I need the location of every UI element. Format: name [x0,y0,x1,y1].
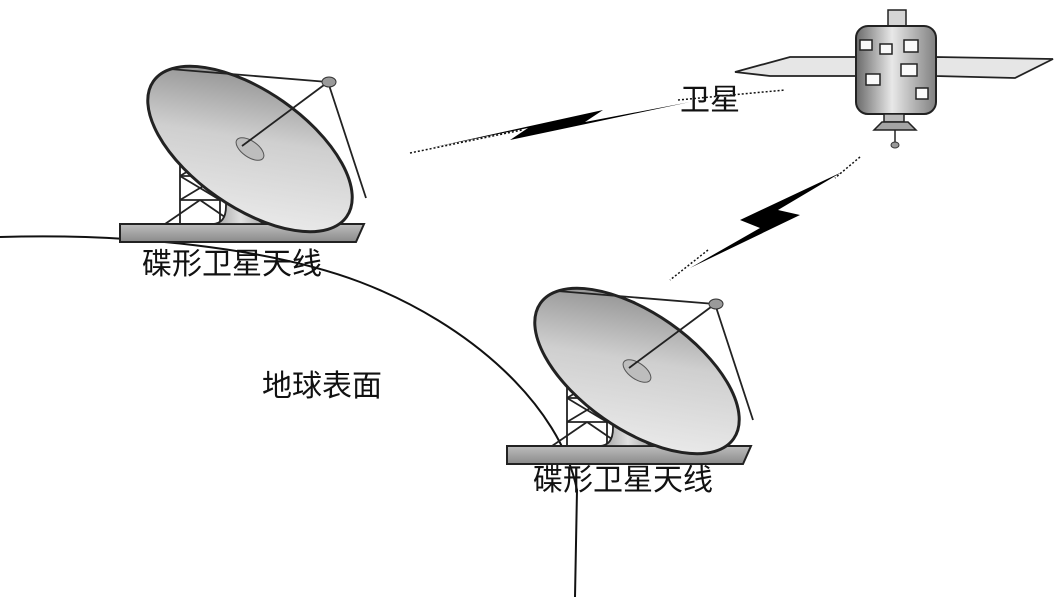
earth-surface-curve [0,235,579,597]
antenna-right-label: 碟形卫星天线 [533,463,713,498]
dish-antenna-left-icon [118,32,382,266]
antenna-left-label: 碟形卫星天线 [142,247,322,282]
satellite-icon [734,9,1054,149]
signal-link-right [669,156,861,281]
satellite-label: 卫星 [680,83,740,118]
dish-antenna-right-icon [505,254,769,488]
signal-link-top [409,89,786,154]
earth-surface-label: 地球表面 [262,369,382,404]
